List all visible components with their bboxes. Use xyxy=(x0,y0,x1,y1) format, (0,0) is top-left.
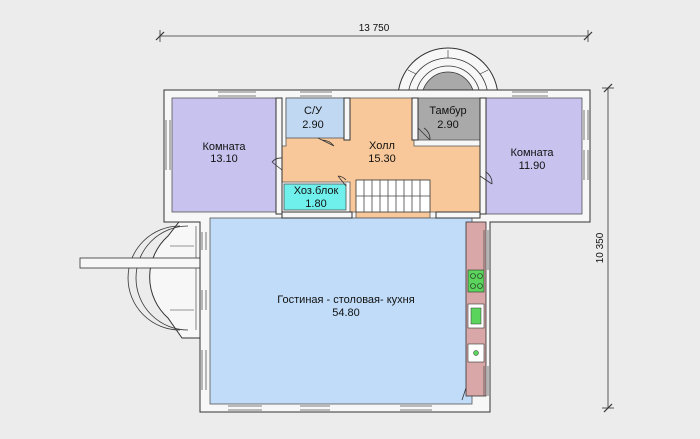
room-right-name: Комната xyxy=(510,147,554,159)
room-label-right: Комната 11.90 xyxy=(510,147,554,172)
utility-area: 1.80 xyxy=(305,198,326,210)
windows xyxy=(165,91,589,411)
living-name: Гостиная - столовая- кухня xyxy=(277,294,414,306)
living-area: 54.80 xyxy=(332,307,360,319)
utility-name: Хоз.блок xyxy=(294,185,339,197)
room-label-hall: Холл 15.30 xyxy=(368,140,396,165)
room-right-area: 11.90 xyxy=(519,160,546,172)
dimension-right-label: 10 350 xyxy=(595,232,606,263)
stove-icon xyxy=(467,269,485,293)
dimension-top-label: 13 750 xyxy=(359,23,390,34)
staircase xyxy=(355,179,431,213)
vestibule-area: 2.90 xyxy=(437,119,458,131)
bathroom-name: С/У xyxy=(304,105,323,117)
room-label-vestibule: Тамбур 2.90 xyxy=(429,105,466,131)
living-fill xyxy=(209,217,473,405)
utility-fill xyxy=(283,183,347,211)
terrace-board xyxy=(79,257,201,269)
doors xyxy=(271,127,493,401)
room-right-fill xyxy=(485,97,583,215)
room-label-utility: Хоз.блок 1.80 xyxy=(294,185,339,210)
porch-top xyxy=(397,47,499,99)
bay-left xyxy=(127,217,209,339)
bathroom-area: 2.90 xyxy=(302,119,323,131)
dimension-top: 13 750 xyxy=(155,23,593,42)
vestibule-name: Тамбур xyxy=(429,105,466,117)
hall-name: Холл xyxy=(369,140,395,152)
hall-area: 15.30 xyxy=(368,153,396,165)
room-label-living: Гостиная - столовая- кухня 54.80 xyxy=(277,294,414,319)
room-left-area: 13.10 xyxy=(210,153,238,165)
room-left-fill xyxy=(171,97,277,213)
room-left-name: Комната xyxy=(202,141,246,153)
kitchen-counter xyxy=(465,221,487,397)
dimension-right: 10 350 xyxy=(595,83,614,413)
room-label-left: Комната 13.10 xyxy=(202,141,246,165)
interior-walls xyxy=(275,97,487,219)
room-label-bathroom: С/У 2.90 xyxy=(302,105,323,131)
bathroom-fill xyxy=(285,97,345,139)
